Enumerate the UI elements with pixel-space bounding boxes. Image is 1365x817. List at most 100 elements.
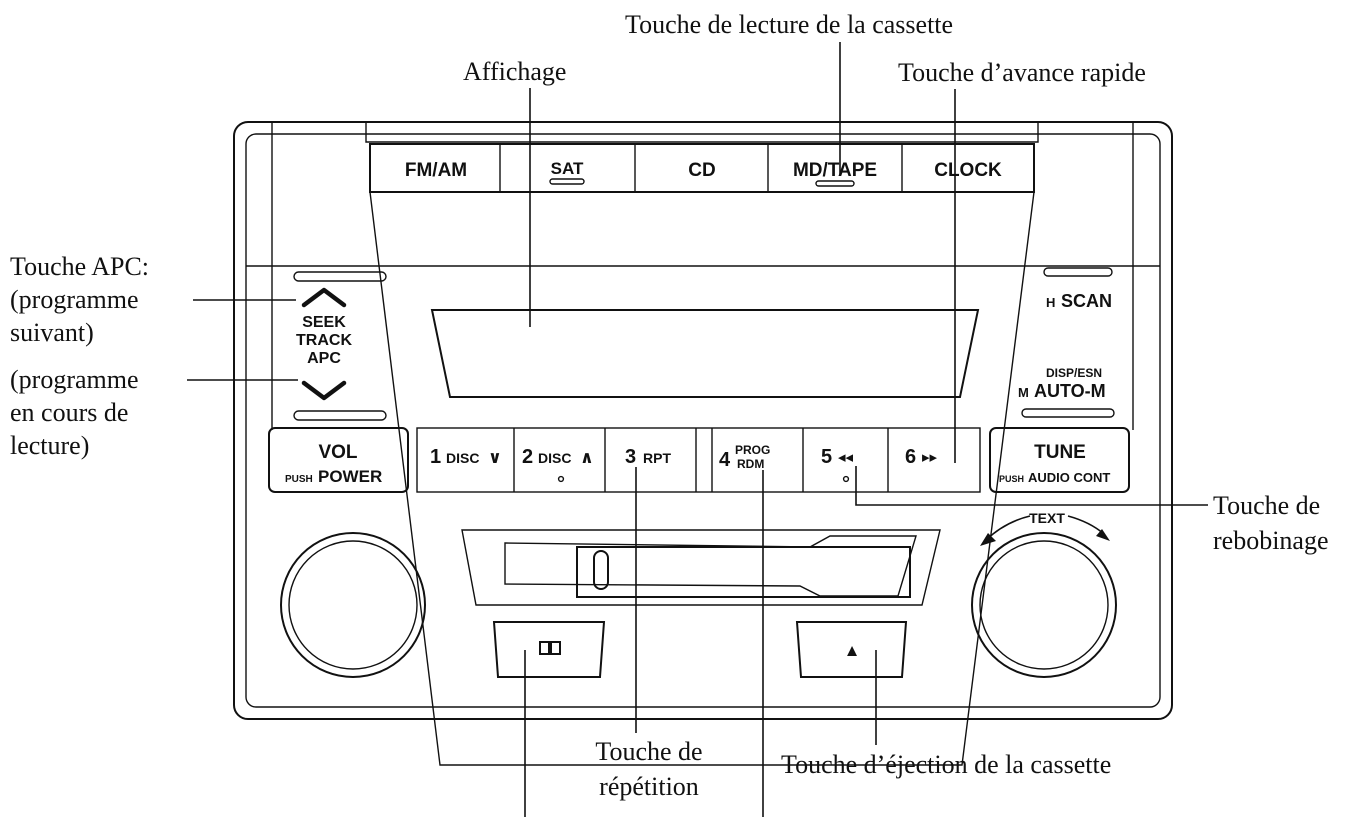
annotation-apc-current-2: en cours de — [10, 398, 128, 427]
faceplate-inner — [245, 133, 1161, 708]
clock-label: CLOCK — [934, 160, 1002, 181]
sat-label: SAT — [551, 159, 584, 178]
auto-m-button[interactable]: DISP/ESN M AUTO-M — [1018, 366, 1106, 401]
annotation-rewind-2: rebobinage — [1213, 526, 1329, 555]
annotation-eject: Touche d’éjection de la cassette — [781, 750, 1111, 779]
seek-label: SEEK — [302, 314, 346, 331]
preset-1-button[interactable]: 1 DISC ∨ — [430, 446, 502, 468]
preset-4-prog-label: PROG — [735, 443, 770, 457]
annotation-apc-title: Touche APC: — [10, 252, 149, 281]
annotation-apc-current-1: (programme — [10, 365, 139, 394]
seek-up-chevron-icon[interactable] — [301, 287, 347, 308]
scan-bar — [1043, 267, 1113, 277]
cassette-slot-inner — [504, 535, 917, 597]
eject-icon: ▲ — [844, 641, 861, 660]
disc-down-icon: ∨ — [488, 448, 502, 467]
preset-5-number: 5 — [821, 446, 832, 468]
cd-button[interactable]: CD — [688, 160, 715, 181]
preset-3-rpt-label: RPT — [643, 450, 671, 466]
md-tape-label: MD/TAPE — [793, 160, 877, 181]
preset-2-disc-label: DISC — [538, 450, 571, 466]
eject-button[interactable]: ▲ — [795, 621, 908, 678]
scan-button[interactable]: H SCAN — [1046, 291, 1112, 311]
display-window — [430, 309, 980, 398]
preset-5-button[interactable]: 5 ◂◂ — [821, 446, 854, 483]
md-tape-indicator — [815, 180, 855, 187]
seek-down-chevron-icon[interactable] — [301, 380, 347, 401]
volume-knob[interactable] — [280, 532, 426, 678]
vol-power-button[interactable]: VOL PUSH POWER — [268, 427, 409, 493]
tune-knob-inner — [979, 540, 1109, 670]
text-arc-right — [1067, 515, 1105, 535]
source-strip-frame — [365, 122, 1039, 143]
annotation-display: Affichage — [463, 57, 566, 86]
seek-down-bar — [293, 410, 387, 421]
dolby-icon-right — [550, 641, 561, 655]
apc-label: APC — [307, 350, 341, 367]
text-arrow-right-icon — [1096, 529, 1110, 541]
clock-button[interactable]: CLOCK — [934, 160, 1002, 181]
volume-knob-inner — [288, 540, 418, 670]
disc-up-icon: ∧ — [580, 448, 594, 467]
preset-2-number: 2 — [522, 446, 533, 468]
annotation-repeat-1: Touche de — [595, 737, 702, 766]
preset-5-dot — [842, 475, 850, 483]
preset-6-number: 6 — [905, 446, 916, 468]
preset-1-disc-label: DISC — [446, 450, 479, 466]
scan-label: SCAN — [1061, 291, 1112, 311]
fast-forward-icon: ▸▸ — [922, 449, 938, 466]
sat-indicator — [549, 178, 585, 185]
annotation-play: Touche de lecture de la cassette — [625, 10, 953, 39]
vol-label: VOL — [318, 442, 357, 463]
dolby-icon-left — [539, 641, 550, 655]
annotation-apc-current-3: lecture) — [10, 431, 89, 460]
fm-am-label: FM/AM — [405, 160, 467, 181]
cassette-door — [576, 546, 911, 598]
fm-am-button[interactable]: FM/AM — [405, 160, 467, 181]
annotation-rewind-1: Touche de — [1213, 491, 1320, 520]
center-panel — [369, 191, 1035, 766]
text-label: TEXT — [1029, 510, 1065, 526]
vol-button-frame — [268, 427, 409, 493]
preset-2-dot — [557, 475, 565, 483]
preset-4-rdm-label: RDM — [737, 457, 764, 471]
sat-button[interactable]: SAT — [549, 159, 585, 185]
auto-m-label: AUTO-M — [1034, 381, 1106, 401]
rewind-icon: ◂◂ — [838, 449, 854, 466]
tune-button-frame — [989, 427, 1130, 493]
preset-4-number: 4 — [719, 449, 731, 471]
track-label: TRACK — [296, 332, 352, 349]
dolby-button[interactable] — [492, 621, 606, 678]
disp-esn-label: DISP/ESN — [1046, 366, 1102, 380]
eject-button-frame — [795, 621, 908, 678]
preset-1-number: 1 — [430, 446, 441, 468]
preset-2-button[interactable]: 2 DISC ∧ — [522, 446, 594, 483]
preset-4-button[interactable]: 4 PROG RDM — [719, 443, 770, 471]
text-arrow-left-icon — [980, 533, 996, 546]
preset-3-number: 3 — [625, 446, 636, 468]
md-tape-button[interactable]: MD/TAPE — [793, 160, 877, 187]
vol-push-label: PUSH — [285, 474, 313, 485]
tune-knob[interactable] — [971, 532, 1117, 678]
auto-prefix: M — [1018, 385, 1029, 400]
scan-prefix: H — [1046, 295, 1055, 310]
annotation-apc-next-1: (programme — [10, 285, 139, 314]
tune-audio-button[interactable]: TUNE PUSH AUDIO CONT — [989, 427, 1130, 493]
preset-6-button[interactable]: 6 ▸▸ — [905, 446, 938, 468]
preset-3-button[interactable]: 3 RPT — [625, 446, 671, 468]
preset-strip — [416, 427, 981, 493]
auto-m-bar — [1021, 408, 1115, 418]
tune-label: TUNE — [1034, 442, 1086, 463]
cassette-window — [593, 550, 609, 590]
cd-label: CD — [688, 160, 715, 181]
dolby-button-frame — [492, 621, 606, 678]
annotation-apc-next-2: suivant) — [10, 318, 94, 347]
tune-push-label: PUSH — [999, 474, 1024, 484]
annotation-repeat-2: répétition — [599, 772, 699, 801]
leader-rewind — [855, 466, 1208, 506]
faceplate-outer — [233, 121, 1173, 720]
annotation-fast-forward: Touche d’avance rapide — [898, 58, 1146, 87]
seek-up-bar — [293, 271, 387, 282]
cassette-slot-outer — [461, 529, 941, 606]
